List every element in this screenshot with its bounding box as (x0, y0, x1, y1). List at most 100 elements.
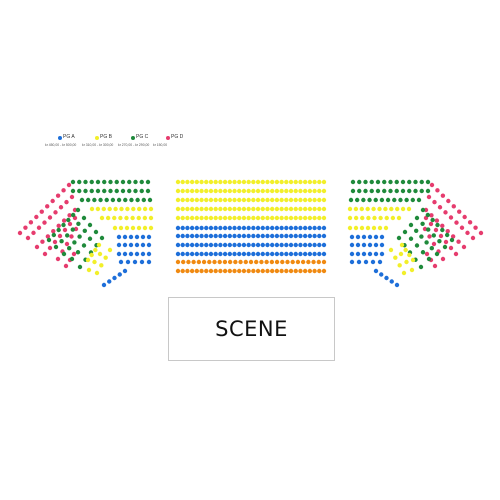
seat-left[interactable] (95, 179, 101, 185)
seat-center[interactable] (307, 188, 313, 194)
seat-right[interactable] (432, 263, 438, 269)
seat-right[interactable] (419, 234, 424, 239)
seat-left[interactable] (75, 250, 81, 255)
seat-left[interactable] (142, 206, 148, 212)
seat-center[interactable] (213, 188, 218, 194)
seat-right[interactable] (377, 206, 382, 212)
seat-left[interactable] (83, 179, 88, 185)
seat-right[interactable] (382, 188, 387, 194)
seat-center[interactable] (208, 225, 214, 231)
seat-left[interactable] (122, 251, 128, 257)
seat-left[interactable] (34, 214, 39, 220)
seat-center[interactable] (194, 225, 200, 231)
seat-center[interactable] (260, 215, 265, 221)
seat-center[interactable] (237, 225, 242, 231)
seat-right[interactable] (367, 242, 373, 248)
seat-center[interactable] (204, 251, 209, 257)
seat-center[interactable] (222, 225, 228, 231)
seat-center[interactable] (288, 225, 294, 231)
seat-left[interactable] (128, 251, 134, 257)
seat-center[interactable] (185, 268, 190, 274)
seat-center[interactable] (293, 225, 298, 231)
seat-right[interactable] (365, 206, 370, 212)
seat-center[interactable] (251, 225, 256, 231)
seat-center[interactable] (265, 197, 270, 203)
seat-left[interactable] (93, 229, 99, 235)
seat-right[interactable] (373, 234, 379, 240)
seat-right[interactable] (350, 188, 356, 194)
seat-left[interactable] (140, 242, 146, 248)
seat-center[interactable] (251, 179, 256, 185)
seat-center[interactable] (298, 188, 303, 194)
seat-center[interactable] (293, 242, 298, 248)
seat-right[interactable] (385, 197, 391, 203)
seat-left[interactable] (101, 282, 107, 288)
seat-center[interactable] (208, 242, 214, 248)
seat-center[interactable] (237, 242, 242, 248)
seat-left[interactable] (89, 206, 95, 212)
seat-center[interactable] (227, 259, 233, 265)
seat-left[interactable] (96, 242, 102, 248)
seat-center[interactable] (243, 259, 248, 265)
seat-left[interactable] (77, 179, 82, 185)
seat-center[interactable] (180, 206, 185, 212)
seat-center[interactable] (194, 242, 200, 248)
seat-left[interactable] (139, 179, 144, 185)
seat-center[interactable] (189, 242, 195, 248)
seat-center[interactable] (255, 197, 261, 203)
seat-right[interactable] (427, 234, 432, 239)
seat-right[interactable] (348, 197, 354, 203)
seat-right[interactable] (435, 188, 440, 193)
seat-center[interactable] (218, 179, 223, 185)
seat-center[interactable] (218, 268, 223, 274)
seat-right[interactable] (355, 242, 361, 248)
seat-left[interactable] (132, 259, 138, 265)
seat-right[interactable] (435, 222, 440, 228)
seat-left[interactable] (102, 188, 107, 194)
seat-center[interactable] (260, 225, 265, 231)
seat-center[interactable] (288, 233, 294, 239)
seat-left[interactable] (81, 215, 87, 221)
seat-center[interactable] (279, 225, 284, 231)
seat-center[interactable] (317, 233, 322, 239)
seat-center[interactable] (218, 206, 223, 212)
seat-center[interactable] (264, 259, 269, 265)
seat-center[interactable] (290, 259, 295, 265)
seat-right[interactable] (370, 259, 376, 265)
seat-center[interactable] (213, 179, 218, 185)
seat-left[interactable] (117, 272, 122, 277)
seat-center[interactable] (259, 259, 264, 265)
seat-center[interactable] (312, 215, 317, 221)
seat-right[interactable] (465, 230, 470, 236)
seat-right[interactable] (356, 259, 362, 265)
seat-left[interactable] (67, 221, 73, 227)
seat-center[interactable] (298, 242, 303, 248)
seat-center[interactable] (269, 188, 275, 194)
seat-left[interactable] (89, 179, 94, 185)
seat-left[interactable] (116, 242, 122, 248)
seat-center[interactable] (227, 215, 233, 221)
seat-center[interactable] (185, 188, 190, 194)
seat-center[interactable] (185, 197, 190, 203)
seat-left[interactable] (107, 206, 112, 212)
seat-right[interactable] (425, 212, 431, 218)
seat-center[interactable] (237, 197, 242, 203)
seat-center[interactable] (241, 233, 247, 239)
seat-center[interactable] (274, 206, 280, 212)
seat-center[interactable] (274, 259, 280, 265)
seat-center[interactable] (288, 188, 294, 194)
seat-center[interactable] (189, 179, 195, 185)
seat-right[interactable] (425, 188, 431, 194)
seat-center[interactable] (227, 225, 233, 231)
seat-right[interactable] (429, 182, 435, 188)
seat-left[interactable] (99, 215, 105, 221)
seat-center[interactable] (285, 259, 290, 265)
seat-center[interactable] (204, 179, 209, 185)
seat-left[interactable] (107, 247, 113, 253)
seat-center[interactable] (222, 251, 228, 257)
seat-left[interactable] (70, 179, 76, 185)
seat-right[interactable] (369, 188, 374, 194)
seat-center[interactable] (288, 268, 294, 274)
seat-left[interactable] (92, 259, 97, 265)
seat-center[interactable] (208, 215, 214, 221)
